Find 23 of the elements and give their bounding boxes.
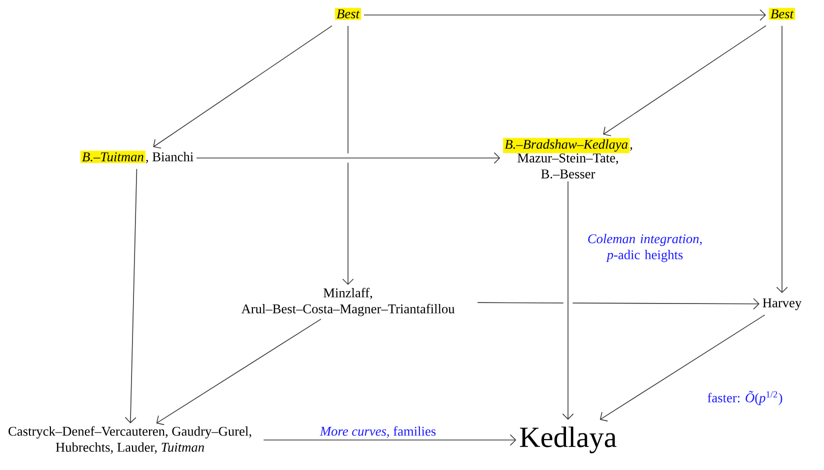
author-names: Minzlaff, Arul–Best–Costa–Magner–Triantafillou — [241, 288, 455, 316]
author-names: Best — [334, 8, 362, 20]
arrow — [600, 314, 766, 422]
arrow — [603, 25, 766, 136]
author-names: B.–Tuitman , Bianchi — [80, 150, 194, 164]
arrow — [477, 298, 760, 310]
arrow — [124, 168, 138, 424]
arrow — [562, 181, 574, 420]
edge-label: More curves, families — [318, 424, 438, 440]
arrow — [342, 26, 354, 285]
arrow — [153, 25, 332, 149]
edge-label: faster: Õ(p$^{1/2}$) — [706, 390, 784, 406]
edge-label: Coleman integration, p-adic heights — [585, 232, 705, 264]
arrow — [196, 152, 500, 164]
arrow — [156, 318, 322, 426]
arrow — [776, 26, 788, 294]
arrow — [263, 434, 516, 446]
author-names: Best — [768, 8, 796, 20]
author-names: B.–Bradshaw–Kedlaya , Mazur–Stein–Tate, B.–Besser — [503, 138, 632, 178]
arrow — [364, 9, 766, 21]
title-text: Kedlaya — [520, 426, 616, 454]
author-names: Harvey — [762, 298, 802, 310]
author-names: Castryck–Denef–Vercauteren, Gaudry–Gurel, Hubrechts, Lauder, Tuitman — [8, 426, 252, 454]
